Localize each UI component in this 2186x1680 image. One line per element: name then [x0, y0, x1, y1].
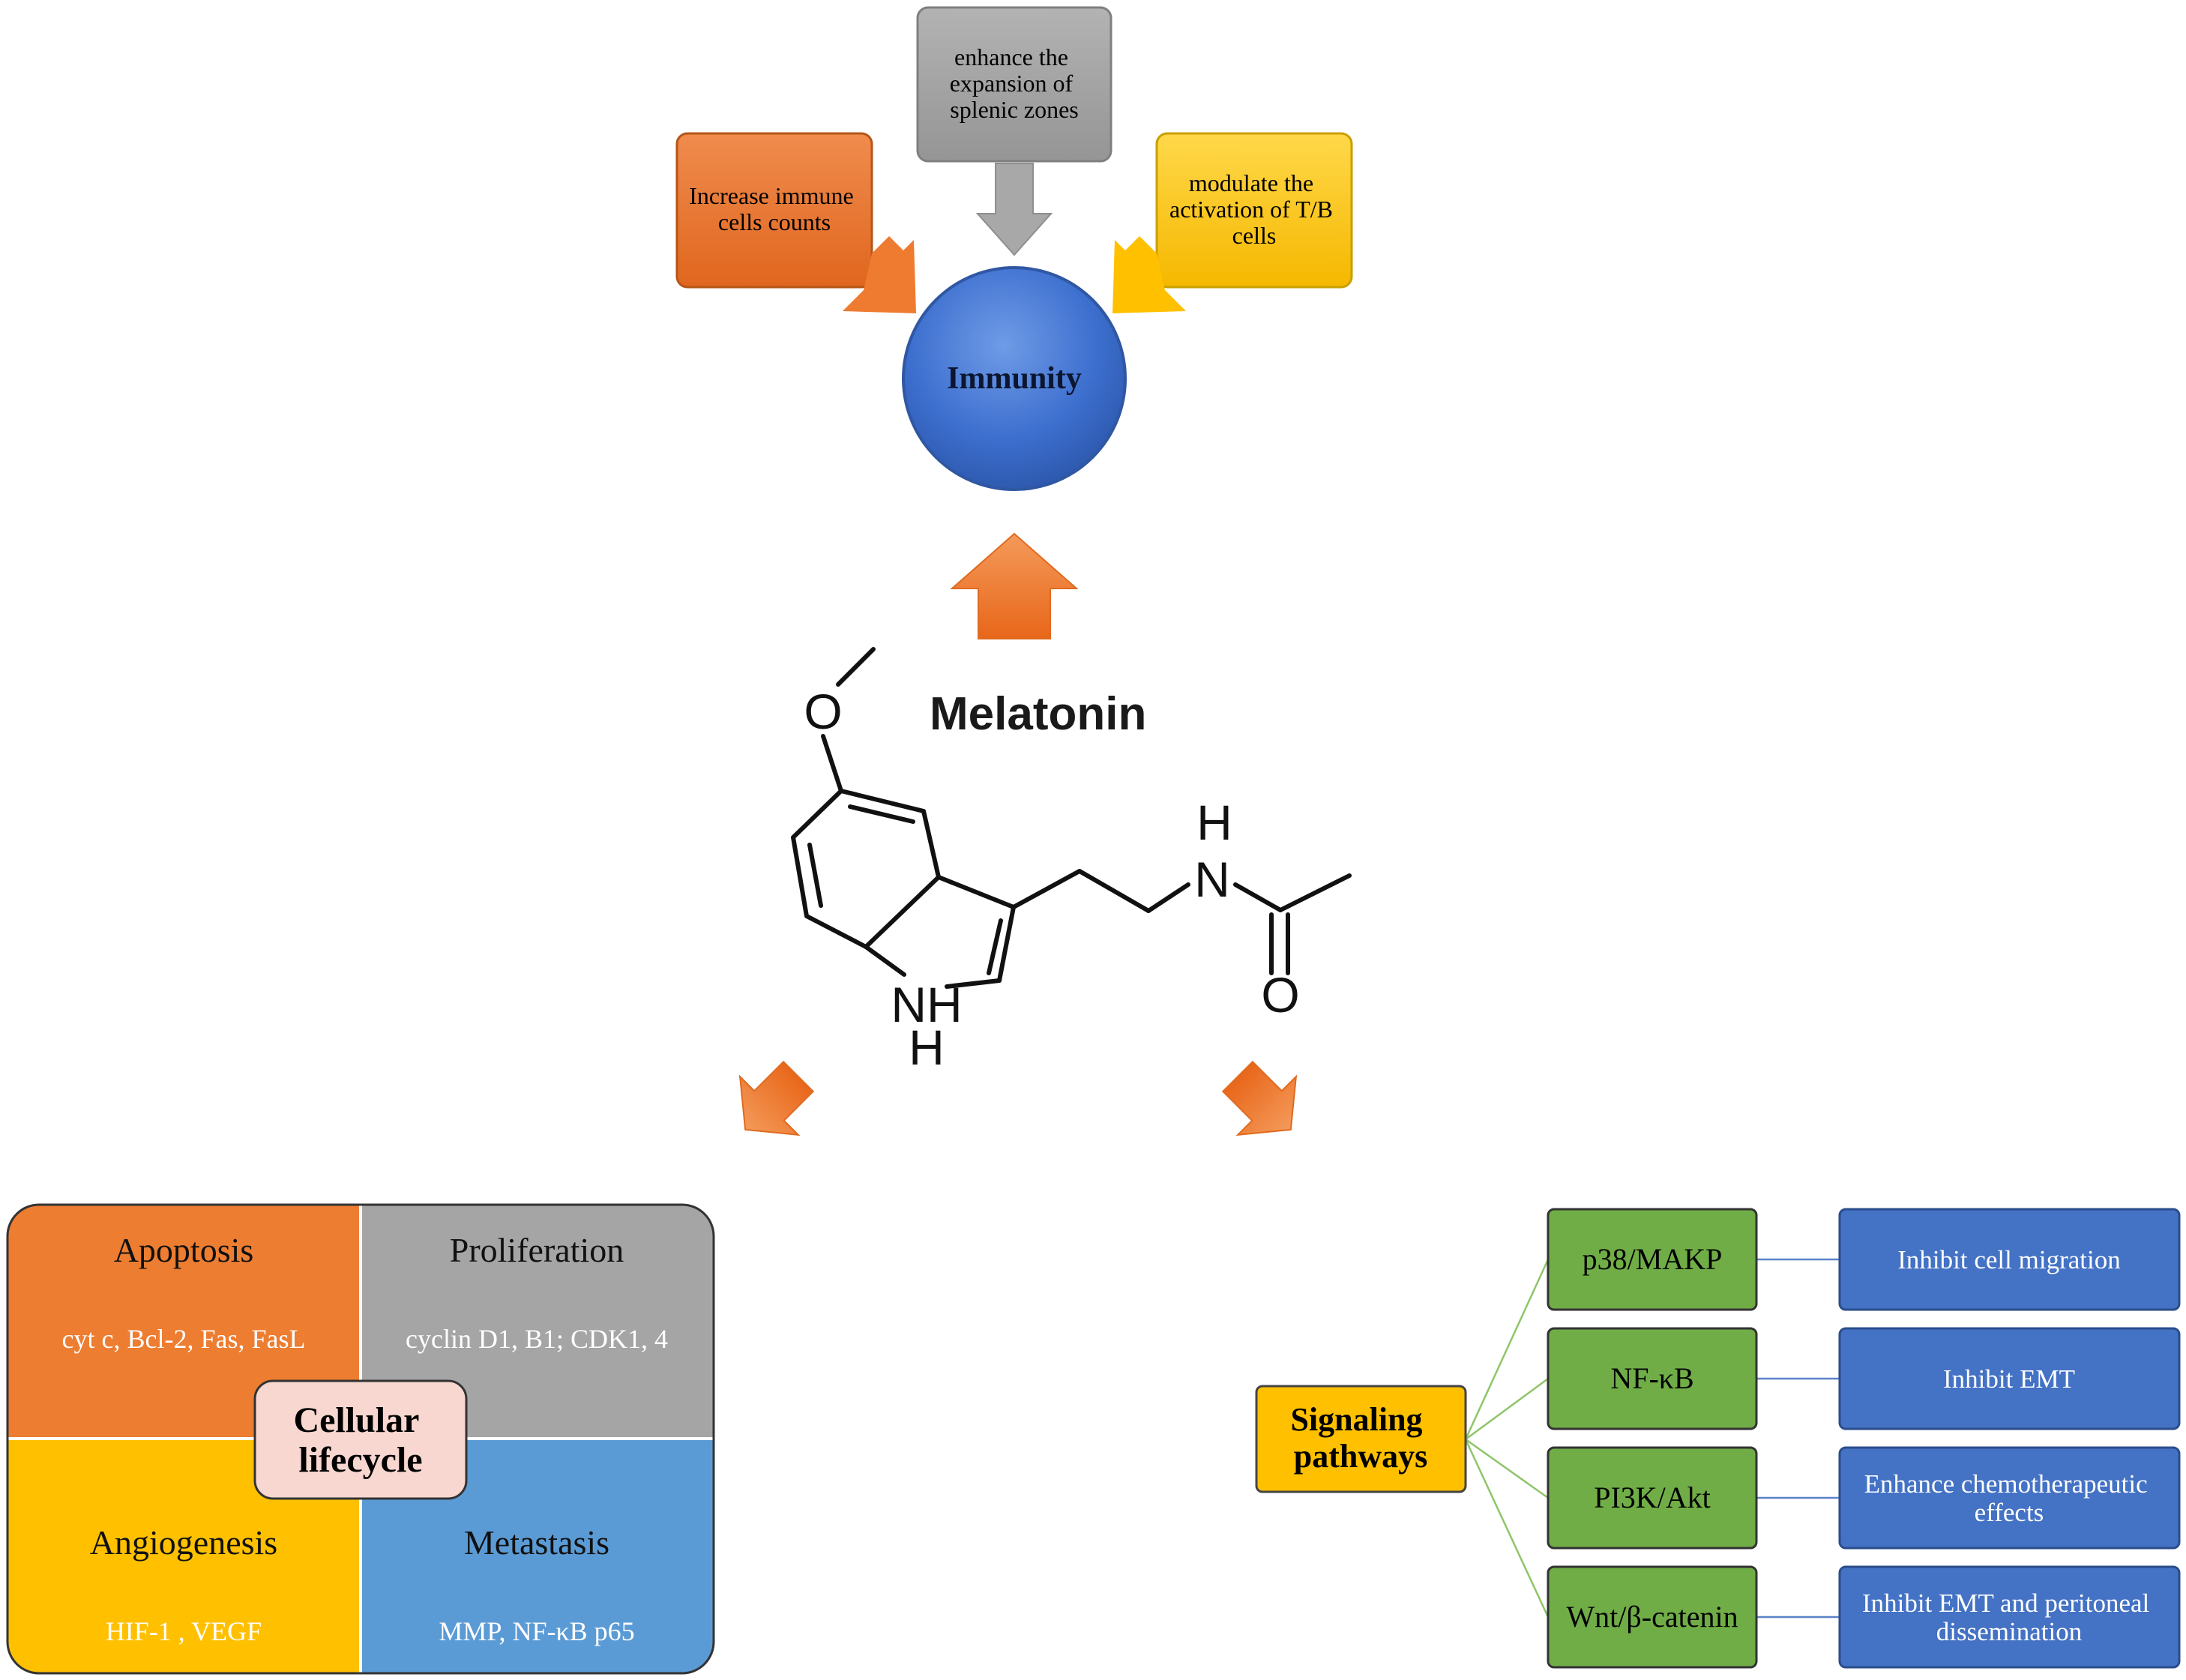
effect-box-3 — [1838, 1446, 2181, 1550]
splenic-expansion-text: enhance the expansion of splenic zones — [950, 43, 1079, 123]
proliferation-detail: cyclin D1, B1; CDK1, 4 — [406, 1324, 668, 1354]
tb-activation-text: modulate the activation of T/B cells — [1169, 169, 1339, 249]
effect-text-1: Inhibit cell migration — [1897, 1245, 2120, 1274]
effect-text-2: Inhibit EMT — [1943, 1364, 2075, 1394]
amide-hydrogen-label: H — [1196, 795, 1232, 850]
cellular-lifecycle-label: Cellular lifecycle — [293, 1400, 427, 1480]
angiogenesis-detail: HIF-1 , VEGF — [106, 1616, 262, 1646]
tb-activation-box — [1155, 132, 1353, 289]
metastasis-title: Metastasis — [464, 1523, 609, 1562]
pathway-label-p38: p38/MAKP — [1583, 1242, 1723, 1276]
down-right-arrow — [1221, 1060, 1298, 1136]
effect-box-4 — [1838, 1565, 2181, 1669]
immunity-circle — [902, 266, 1127, 491]
amide-nitrogen-label: N — [1194, 852, 1230, 907]
proliferation-title: Proliferation — [450, 1231, 624, 1269]
immunity-label: Immunity — [947, 361, 1082, 396]
gray-down-arrow — [975, 163, 1053, 256]
immunity-cluster: enhance the expansion of splenic zones I… — [675, 6, 1353, 639]
melatonin-structure — [791, 647, 1352, 989]
effect-box-1 — [1838, 1208, 2181, 1311]
cellular-lifecycle-center — [253, 1379, 468, 1500]
signaling-hub-label: Signaling pathways — [1290, 1401, 1430, 1475]
ring-h-label: H — [909, 1020, 945, 1075]
effect-text-3: Enhance chemotherapeutic effects — [1864, 1469, 2155, 1527]
metastasis-detail: MMP, NF-κB p65 — [439, 1616, 634, 1646]
immune-counts-box — [675, 132, 873, 289]
pathway-box-p38 — [1547, 1208, 1758, 1311]
signaling-hub-box — [1255, 1385, 1467, 1493]
melatonin-atom-labels: O H N O NH H — [804, 684, 1299, 1075]
immune-counts-text: Increase immune cells counts — [689, 182, 859, 235]
apoptosis-title: Apoptosis — [114, 1231, 254, 1269]
pathway-label-pi3k: PI3K/Akt — [1594, 1481, 1711, 1514]
ring-nh-label: NH — [891, 977, 962, 1032]
effect-box-2 — [1838, 1327, 2181, 1430]
methoxy-oxygen-label: O — [804, 684, 842, 739]
melatonin-title: Melatonin — [930, 688, 1146, 740]
effect-connectors — [1756, 1258, 1840, 1619]
up-arrow-to-immunity — [950, 532, 1079, 639]
pathway-box-wnt — [1547, 1565, 1758, 1669]
down-left-arrow — [738, 1060, 815, 1136]
apoptosis-detail: cyt c, Bcl-2, Fas, FasL — [62, 1324, 306, 1354]
carbonyl-oxygen-label: O — [1261, 967, 1299, 1023]
pathway-box-pi3k — [1547, 1446, 1758, 1550]
pathway-label-wnt: Wnt/β-catenin — [1566, 1600, 1738, 1634]
splenic-expansion-box — [916, 6, 1112, 163]
cellular-lifecycle-panel: Apoptosis cyt c, Bcl-2, Fas, FasL Prolif… — [6, 1203, 715, 1675]
orange-diagonal-arrow — [843, 236, 916, 313]
effect-text-4: Inhibit EMT and peritoneal dissemination — [1862, 1589, 2156, 1646]
hub-connectors — [1464, 1259, 1550, 1618]
angiogenesis-title: Angiogenesis — [90, 1523, 277, 1562]
pathway-box-nfkb — [1547, 1327, 1758, 1430]
pathway-label-nfkb: NF-κB — [1610, 1361, 1693, 1395]
yellow-diagonal-arrow — [1112, 236, 1186, 313]
signaling-pathways-panel: Signaling pathways p38/MAKP NF-κB PI3K/A… — [1255, 1208, 2181, 1669]
